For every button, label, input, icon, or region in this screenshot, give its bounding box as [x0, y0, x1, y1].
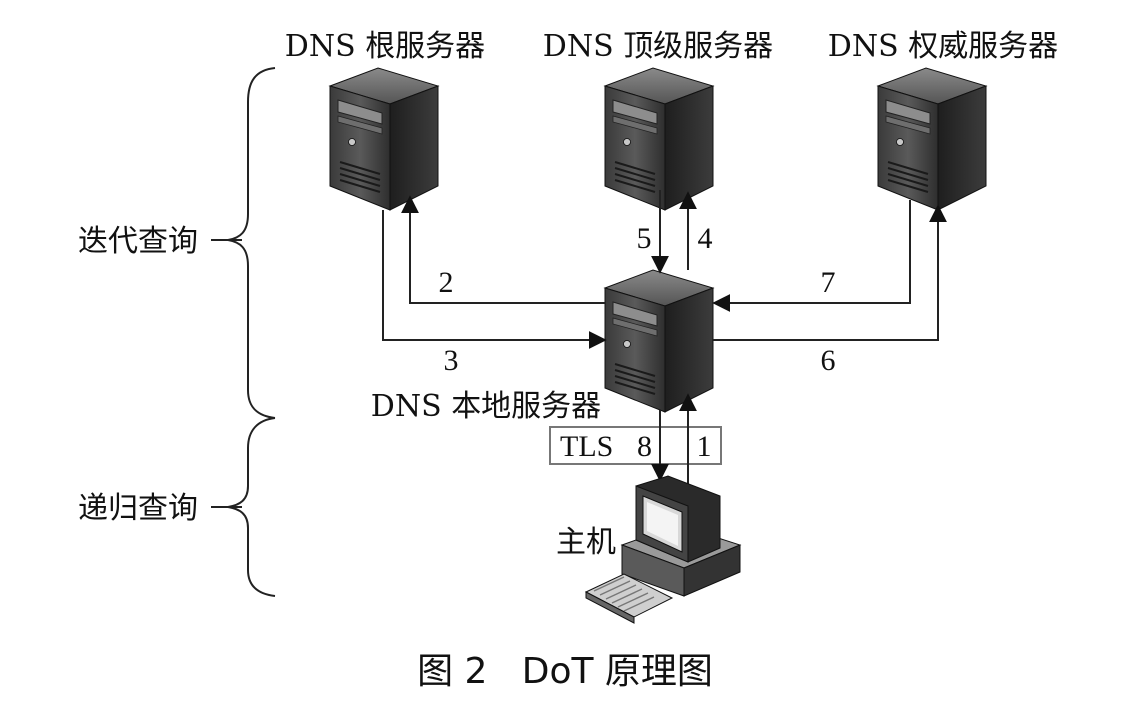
step-8-label: 8 — [637, 430, 652, 463]
authoritative-server-label: DNS 权威服务器 — [828, 29, 1058, 64]
step-2-label: 2 — [439, 266, 454, 299]
step-4-label: 4 — [698, 222, 713, 255]
arrow-step-7 — [712, 200, 911, 312]
tls-box — [549, 426, 722, 465]
recursive-query-label: 递归查询 — [78, 491, 198, 526]
tld-server-icon — [604, 67, 714, 211]
host-computer-icon — [584, 475, 742, 624]
tls-label: TLS — [560, 430, 613, 463]
root-server-icon — [329, 67, 439, 211]
step-5-label: 5 — [637, 222, 652, 255]
step-6-label: 6 — [821, 344, 836, 377]
root-server-label: DNS 根服务器 — [285, 29, 485, 64]
local-server-label: DNS 本地服务器 — [371, 389, 601, 424]
arrow-step-2 — [401, 195, 605, 304]
arrow-step-6 — [712, 204, 947, 341]
tld-server-label: DNS 顶级服务器 — [543, 29, 773, 64]
step-1-label: 1 — [697, 430, 712, 463]
iterative-brace — [227, 67, 276, 419]
step-7-label: 7 — [821, 266, 836, 299]
iterative-query-label: 迭代查询 — [78, 224, 198, 259]
local-server-icon — [604, 269, 714, 413]
step-3-label: 3 — [444, 344, 459, 377]
host-label: 主机 — [556, 525, 616, 560]
arrow-step-3 — [382, 210, 607, 349]
authoritative-server-icon — [877, 67, 987, 211]
figure-caption: 图 2 DoT 原理图 — [417, 651, 713, 692]
